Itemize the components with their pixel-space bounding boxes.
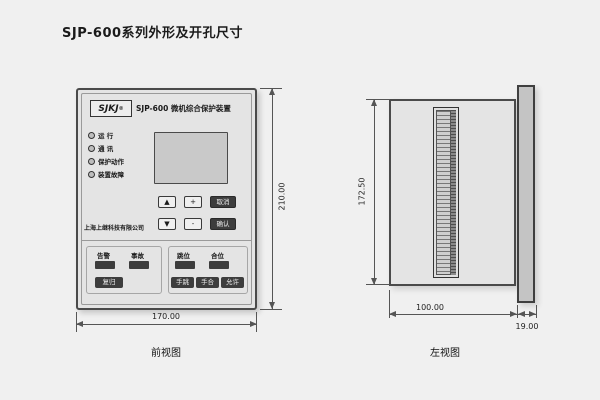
dim-line-depth [389,314,518,315]
key-down: ▼ [158,218,176,230]
trip-position-label: 跳位 [177,252,190,260]
dim-arrow-icon [76,321,83,327]
dim-arrow-icon [389,311,396,317]
alarm-indicator [95,261,115,269]
dim-arrow-icon [250,321,257,327]
side-view-caption: 左视图 [430,348,460,359]
dim-ext-line [536,305,537,318]
front-view-caption: 前视图 [151,348,181,359]
permit-button: 允许 [221,277,244,288]
brand-logo: SJKJ® [90,100,132,117]
alarm-label: 告警 [97,252,110,260]
dim-line-flange [518,314,536,315]
terminal-block [433,107,459,278]
dim-ext-line [260,309,282,310]
trip-position-indicator [175,261,195,269]
alarm-group: 告警 事故 复归 [86,246,162,294]
panel-bezel-outline [81,93,252,305]
dim-ext-line [366,284,390,285]
flange-thickness-dimension: 19.00 [515,322,539,331]
dim-arrow-icon [510,311,517,317]
front-width-dimension: 170.00 [152,312,180,321]
led-comm-icon [88,144,95,152]
led-protect-action-label: 保护动作 [98,158,124,166]
front-view-panel: SJKJ® SJP-600 微机综合保护装置 运 行 通 讯 保护动作 装置故障… [76,88,257,310]
led-comm: 通 讯 [88,143,113,153]
fault-label: 事故 [131,252,144,260]
mounting-flange [517,85,535,303]
position-group: 跳位 合位 手跳 手合 允许 [168,246,248,294]
dim-line-height [272,88,273,309]
dim-line-width [76,324,257,325]
registered-mark: ® [118,105,124,112]
key-cancel: 取消 [210,196,236,208]
key-up: ▲ [158,196,176,208]
side-height-dimension: 172.50 [357,177,367,206]
fault-indicator [129,261,149,269]
company-name: 上海上继科技有限公司 [84,225,145,232]
led-run-label: 运 行 [98,132,114,140]
manual-trip-button: 手跳 [171,277,194,288]
dim-arrow-icon [269,302,275,309]
key-minus: - [184,218,202,230]
dim-arrow-icon [371,99,377,106]
dim-line-side-height [374,99,375,285]
dim-ext-line [517,305,518,318]
page-title: SJP-600系列外形及开孔尺寸 [62,26,244,41]
led-device-fault: 装置故障 [88,169,124,179]
device-model-title: SJP-600 微机综合保护装置 [136,104,231,113]
close-position-label: 合位 [211,252,224,260]
panel-divider [82,240,251,241]
dim-ext-line [389,290,390,318]
reset-button: 复归 [95,277,123,288]
dim-ext-line [366,99,390,100]
close-position-indicator [209,261,229,269]
side-view-case [389,99,516,286]
terminal-column [451,110,456,275]
led-protect-action-icon [88,157,95,165]
key-plus: + [184,196,202,208]
led-protect-action: 保护动作 [88,156,124,166]
led-run: 运 行 [88,130,113,140]
dim-arrow-icon [529,311,536,317]
front-height-dimension: 210.00 [277,182,287,211]
dim-arrow-icon [269,88,275,95]
dim-arrow-icon [518,311,525,317]
terminal-column [436,110,451,275]
led-device-fault-label: 装置故障 [98,171,124,179]
led-run-icon [88,131,95,139]
led-comm-label: 通 讯 [98,145,114,153]
led-device-fault-icon [88,170,95,178]
manual-close-button: 手合 [196,277,219,288]
side-depth-dimension: 100.00 [416,303,444,312]
dim-arrow-icon [371,278,377,285]
lcd-screen [154,132,228,184]
brand-text: SJKJ [98,103,119,114]
key-confirm: 确认 [210,218,236,230]
